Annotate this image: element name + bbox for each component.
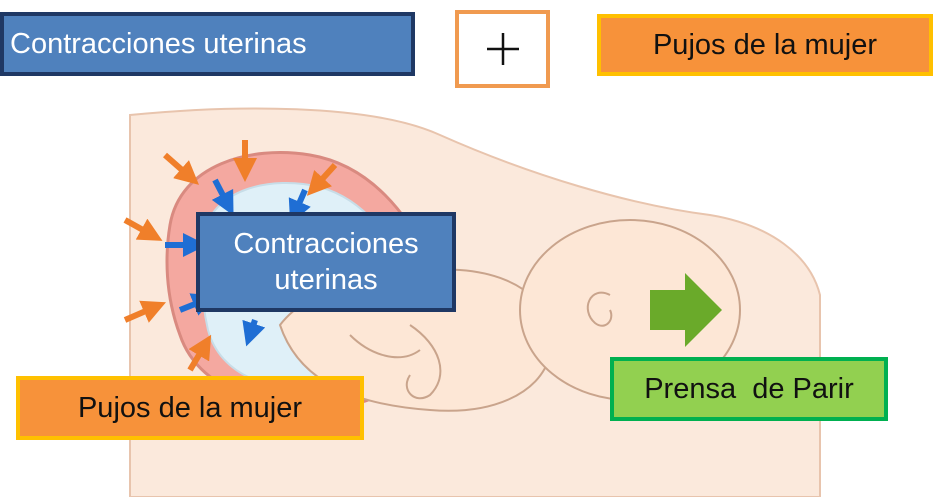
baby-ear <box>586 291 613 327</box>
uterine-contractions-line2: uterinas <box>274 264 378 296</box>
woman-pushes-text-bottom: Pujos de la mujer <box>77 391 303 424</box>
birth-press-label: Prensa de Parir <box>610 357 888 421</box>
green-arrow-icon <box>650 273 722 347</box>
woman-pushes-text-top: Pujos de la mujer <box>652 28 878 61</box>
woman-pushes-label-top: Pujos de la mujer <box>597 14 933 76</box>
baby-leg <box>349 334 421 359</box>
uterine-contractions-line1: Contracciones <box>233 227 419 260</box>
uterine-contractions-text-top: Contracciones uterinas <box>10 27 307 60</box>
uterine-contractions-label-center: Contracciones uterinas <box>196 212 456 312</box>
uterine-contractions-label-top: Contracciones uterinas <box>0 12 415 76</box>
woman-pushes-label-bottom: Pujos de la mujer <box>16 376 364 440</box>
baby-arm <box>405 324 442 400</box>
birth-press-text: Prensa de Parir <box>644 372 854 405</box>
orange-arrow-icon <box>123 140 338 372</box>
plus-box <box>455 10 550 88</box>
plus-icon <box>486 33 519 65</box>
